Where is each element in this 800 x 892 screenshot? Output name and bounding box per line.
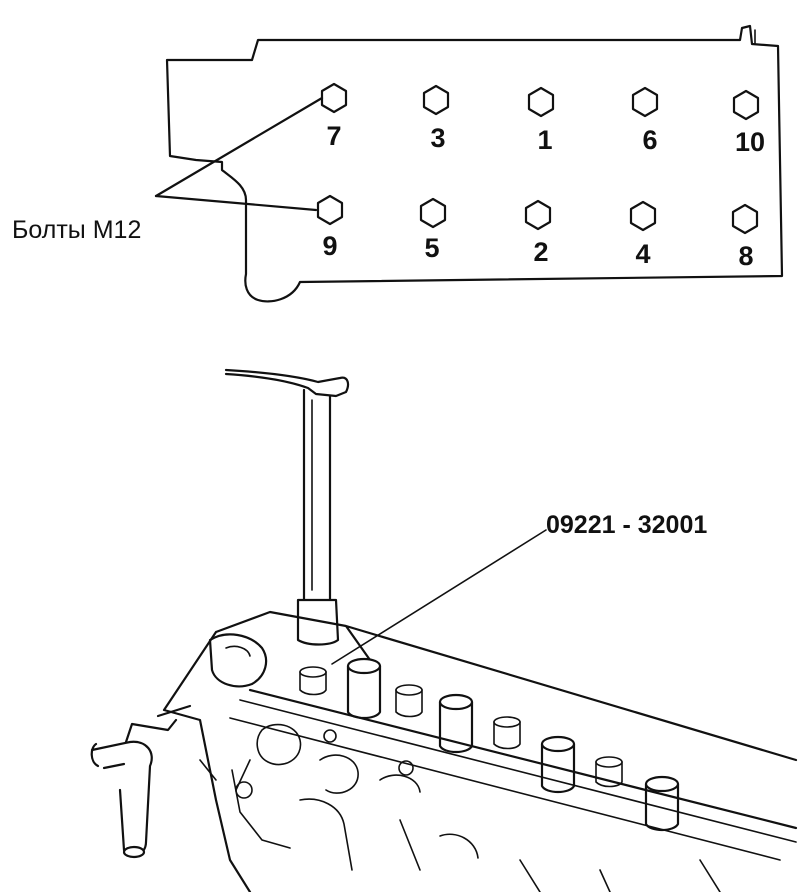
bolt-order-label: 6 <box>642 125 657 155</box>
head-outline-plan <box>165 24 784 303</box>
tool-callout-label: 09221 - 32001 <box>546 511 707 539</box>
bolt-1: 1 <box>527 86 555 155</box>
bolt-8: 8 <box>731 203 759 271</box>
bolt-order-label: 4 <box>635 239 650 269</box>
tool-callout: 09221 - 32001 <box>331 511 707 665</box>
bolt-order-label: 3 <box>430 123 445 153</box>
wrench-illustration <box>224 368 350 646</box>
cylinder-head-illustration <box>90 610 798 892</box>
bolt-3: 3 <box>422 84 450 153</box>
bolt-order-label: 1 <box>537 125 552 155</box>
bolt-order-label: 5 <box>424 233 439 263</box>
bolt-callout-leaders <box>154 96 324 212</box>
bolt-10: 10 <box>732 89 765 157</box>
bolt-2: 2 <box>524 199 552 267</box>
bolt-4: 4 <box>629 200 657 269</box>
bolt-order-label: 7 <box>326 121 341 151</box>
bolt-callout-label: Болты М12 <box>12 216 141 244</box>
bolt-order-label: 9 <box>322 231 337 261</box>
bolt-order-label: 2 <box>533 237 548 267</box>
bolt-5: 5 <box>419 197 447 263</box>
bolt-order-label: 8 <box>738 241 753 271</box>
bolt-order-label: 10 <box>735 127 765 157</box>
bolt-9: 9 <box>316 194 344 261</box>
bolt-6: 6 <box>631 86 659 155</box>
bolt-7: 7 <box>320 82 348 151</box>
